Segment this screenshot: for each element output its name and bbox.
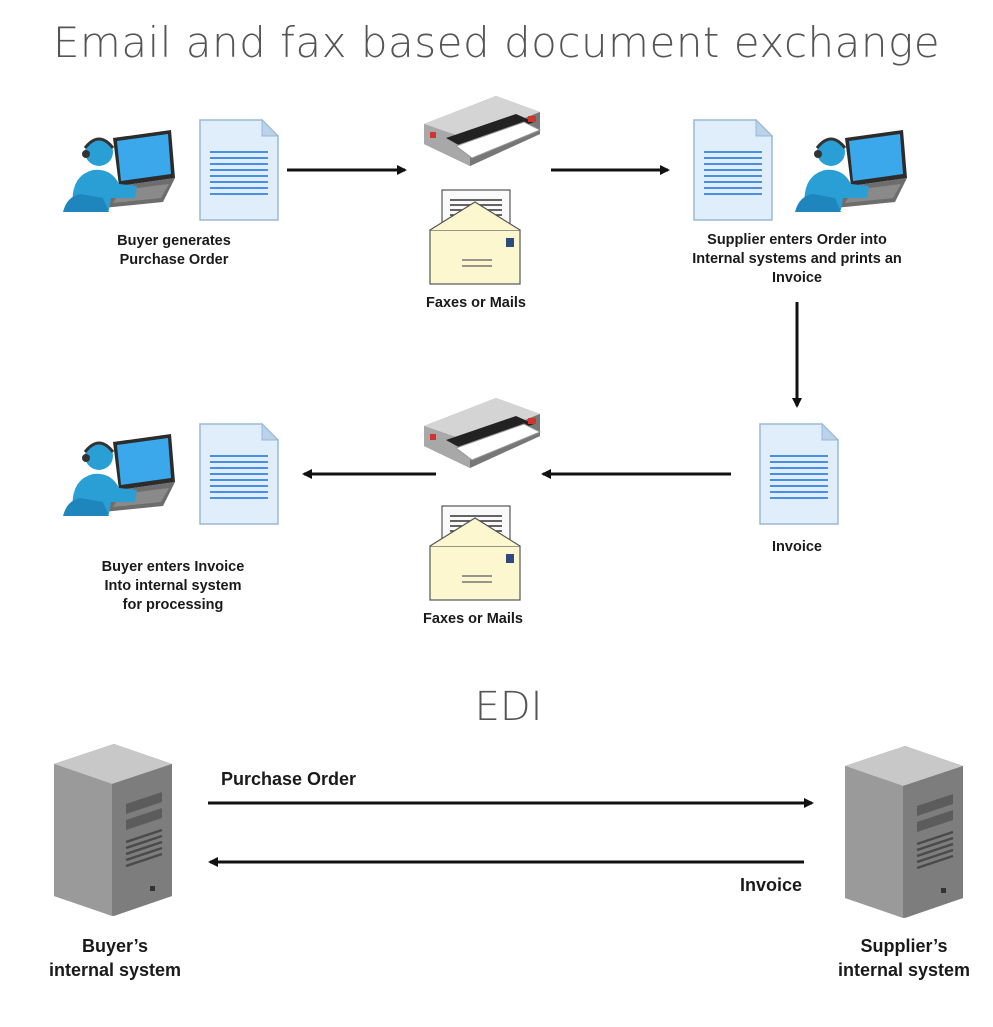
edi-section-title: EDI xyxy=(474,684,543,730)
person-at-laptop-icon xyxy=(61,128,177,214)
person-at-laptop-icon xyxy=(61,432,177,518)
edi-purchase-order-label: Purchase Order xyxy=(221,769,357,789)
faxes-or-mails-label: Faxes or Mails xyxy=(426,295,526,311)
document-icon xyxy=(199,423,279,525)
buyer-generates-label: Buyer generates Purchase Order xyxy=(117,233,231,268)
buyer-enters-invoice-label: Buyer enters Invoice Into internal syste… xyxy=(101,559,245,613)
server-tower-icon xyxy=(52,742,174,918)
person-at-laptop-icon xyxy=(793,128,909,214)
fax-printer-icon xyxy=(423,95,541,167)
document-icon xyxy=(199,119,279,221)
fax-printer-icon xyxy=(423,397,541,469)
buyer-internal-system-label: Buyer’s internal system xyxy=(48,936,182,980)
faxes-or-mails-label: Faxes or Mails xyxy=(423,611,523,627)
page-title: Email and fax based document exchange xyxy=(52,18,941,67)
invoice-label: Invoice xyxy=(772,539,822,555)
server-tower-icon xyxy=(843,744,965,920)
supplier-internal-system-label: Supplier’s internal system xyxy=(837,936,971,980)
supplier-enters-label: Supplier enters Order into Internal syst… xyxy=(692,232,902,286)
edi-invoice-label: Invoice xyxy=(739,875,802,895)
envelope-letter-icon xyxy=(429,189,521,285)
document-icon xyxy=(759,423,839,525)
document-icon xyxy=(693,119,773,221)
envelope-letter-icon xyxy=(429,505,521,601)
